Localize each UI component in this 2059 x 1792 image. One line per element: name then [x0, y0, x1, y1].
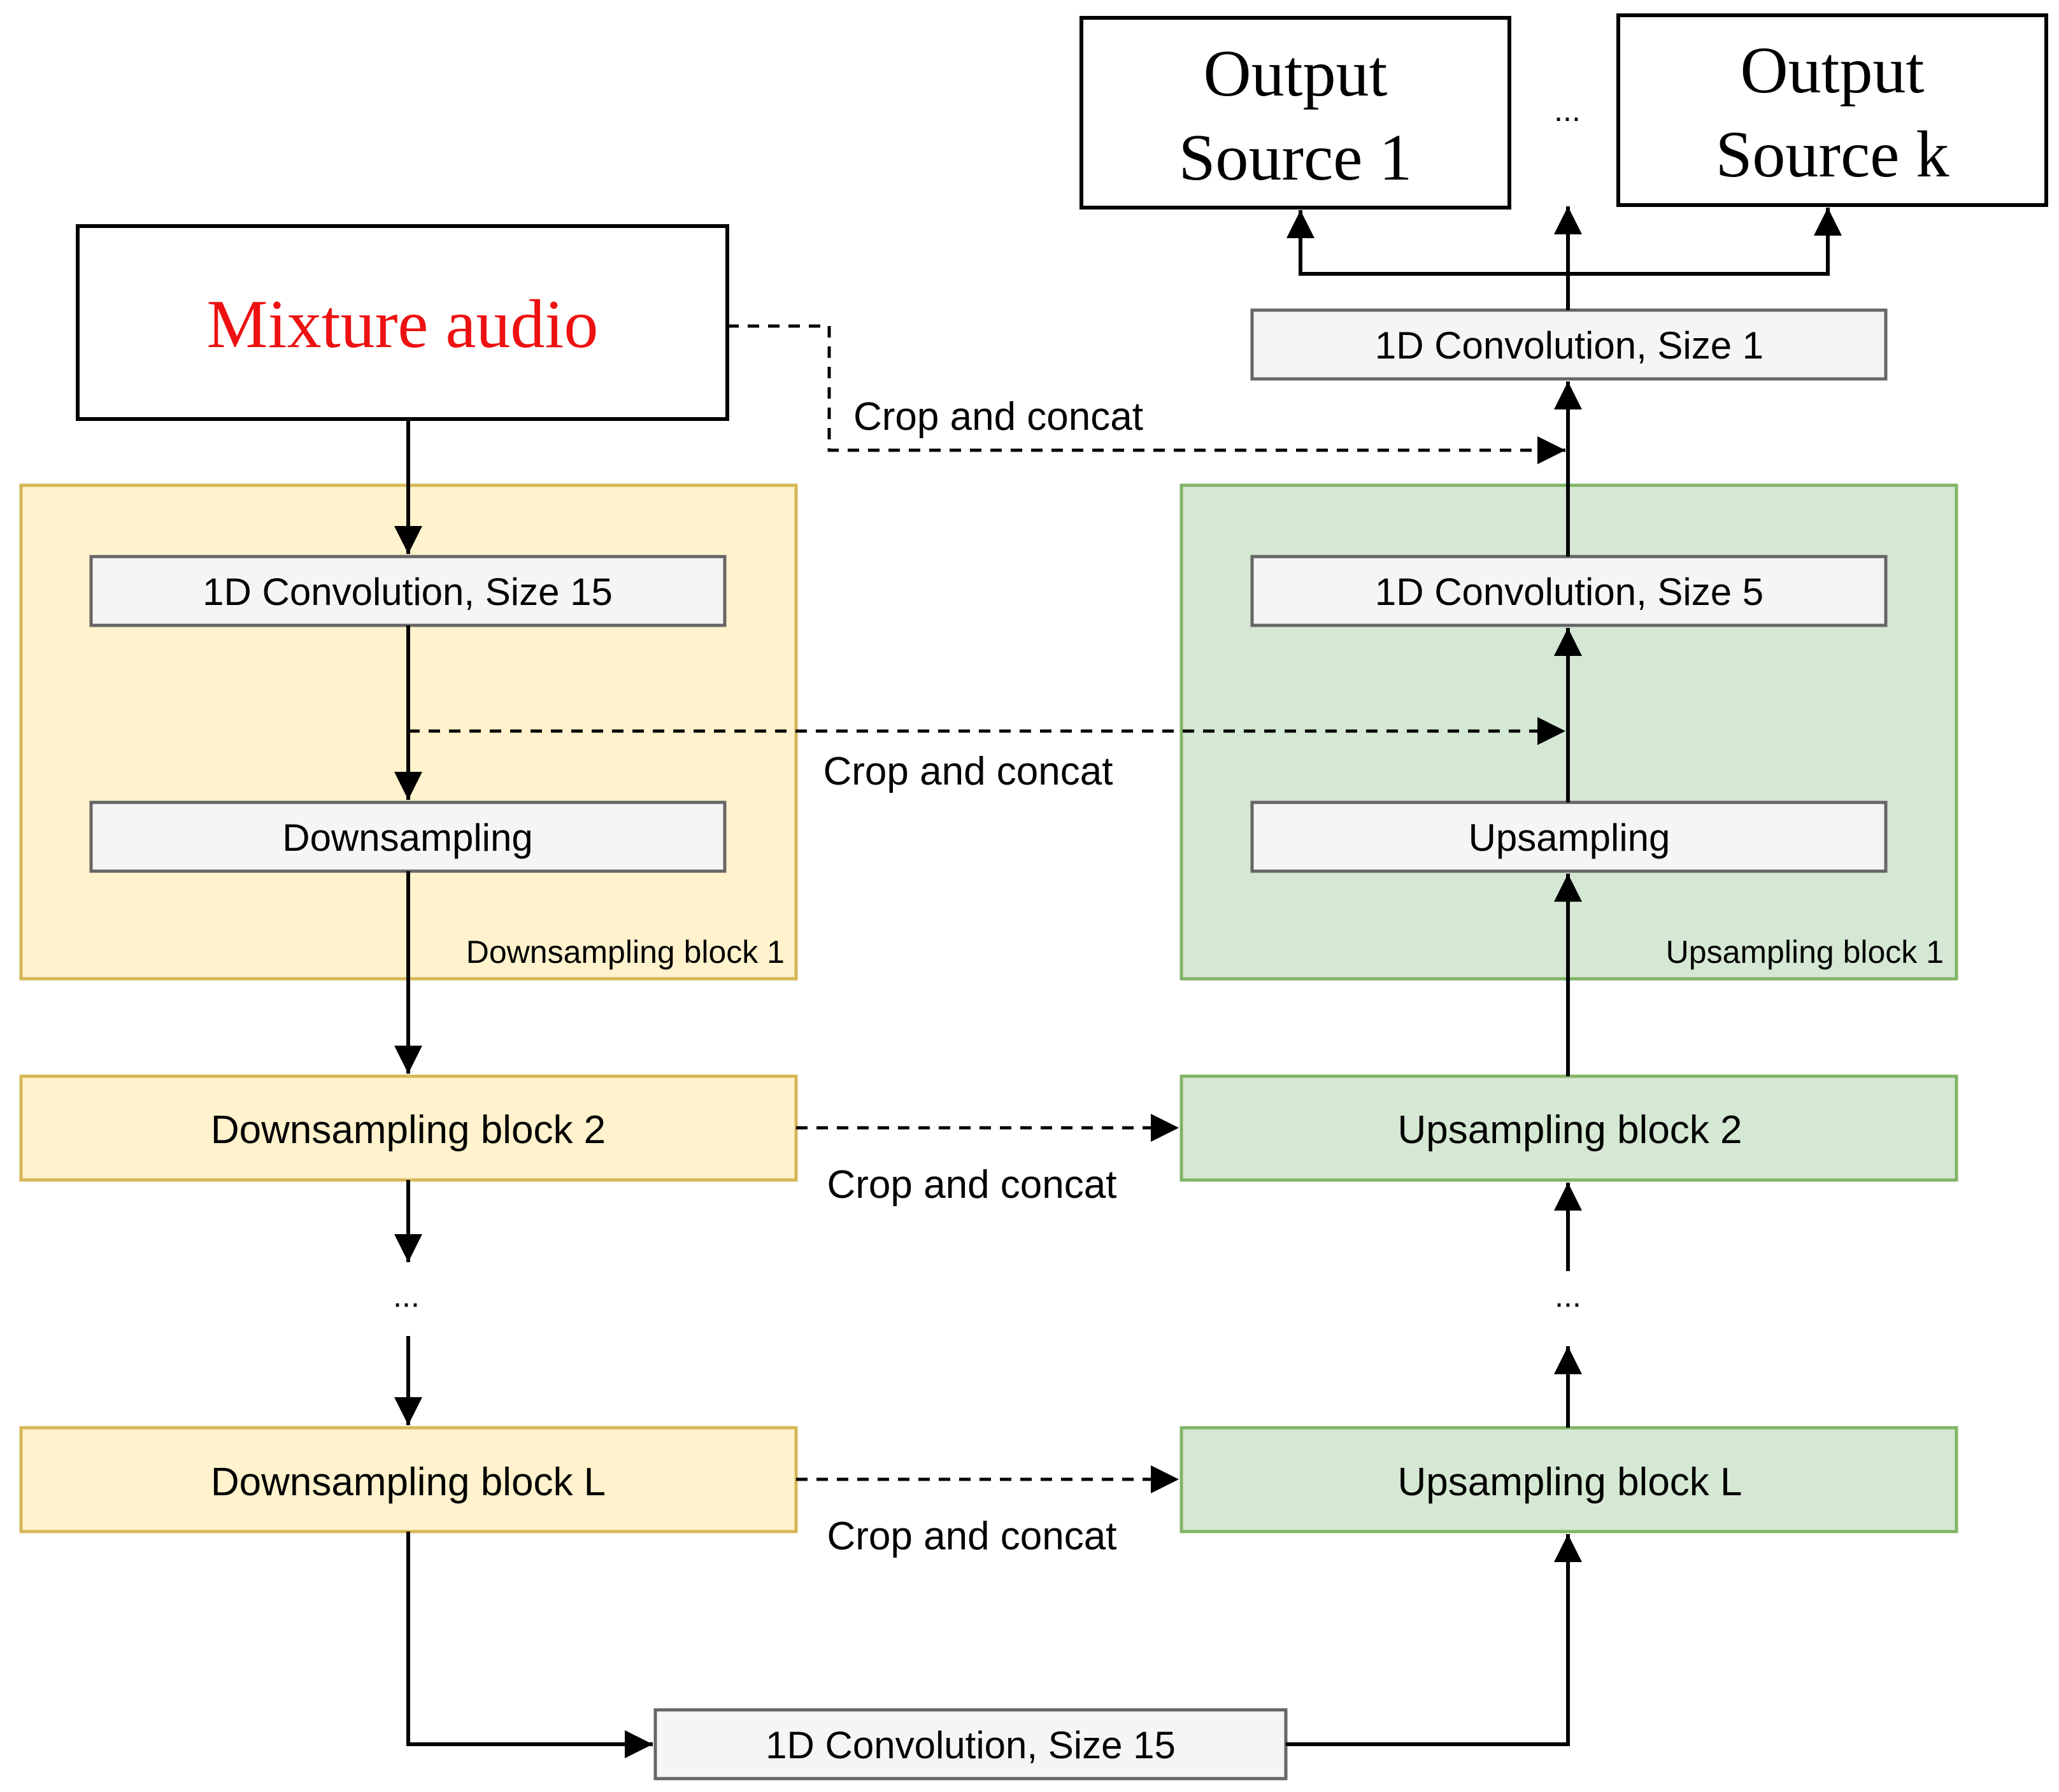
output-source-k-line1: Output	[1741, 34, 1925, 107]
skip-block1-label: Crop and concat	[823, 750, 1113, 793]
upsampling-op-box	[1250, 800, 1888, 873]
decoder-conv-size5-label: 1D Convolution, Size 5	[1375, 571, 1763, 613]
upsampling-op-label: Upsampling	[1469, 816, 1671, 859]
upsampling-block-1-label: Upsampling block 1	[1666, 934, 1944, 970]
encoder-conv-size15-label: 1D Convolution, Size 15	[203, 571, 613, 613]
mixture-audio-label: Mixture audio	[207, 287, 599, 362]
downsampling-op-box	[89, 800, 727, 873]
final-conv-size1-box	[1250, 308, 1888, 381]
final-conv-size1-label: 1D Convolution, Size 1	[1375, 324, 1763, 367]
downsampling-block-2-label: Downsampling block 2	[211, 1108, 606, 1152]
output-source-k-box	[1616, 13, 2048, 207]
downsampling-block-L-label: Downsampling block L	[211, 1460, 606, 1504]
encoder-ellipsis: ...	[393, 1278, 420, 1314]
upsampling-block-L-box	[1179, 1426, 1958, 1533]
output-source-1-line1: Output	[1204, 37, 1388, 110]
downsampling-op-label: Downsampling	[282, 816, 533, 859]
outputs-ellipsis: ...	[1554, 92, 1581, 128]
upsampling-block-L-label: Upsampling block L	[1397, 1460, 1742, 1504]
decoder-conv-size5-box	[1250, 555, 1888, 627]
skip-block2-label: Crop and concat	[827, 1163, 1117, 1207]
arrow-to-output-source-1	[1286, 210, 1568, 276]
decoder-ellipsis: ...	[1555, 1278, 1581, 1314]
output-source-1-line2: Source 1	[1179, 121, 1413, 194]
downsampling-block-1-label: Downsampling block 1	[466, 934, 785, 970]
downsampling-block-L-box	[19, 1426, 798, 1533]
skip-input-to-conv1	[727, 324, 1565, 464]
bottleneck-conv-box	[653, 1708, 1288, 1781]
arrow-to-output-source-k	[1568, 208, 1842, 276]
output-source-k-line2: Source k	[1716, 118, 1949, 191]
bottleneck-conv-label: 1D Convolution, Size 15	[766, 1724, 1176, 1767]
upsampling-block-2-label: Upsampling block 2	[1397, 1108, 1742, 1152]
skip-blockL-label: Crop and concat	[827, 1514, 1117, 1558]
arrow-blockL-to-bottleneck	[406, 1532, 653, 1758]
mixture-audio-box	[76, 224, 729, 421]
arrow-bottleneck-to-upblockL	[1286, 1534, 1582, 1746]
skip-input-label: Crop and concat	[853, 395, 1143, 439]
output-source-1-box	[1079, 16, 1511, 210]
